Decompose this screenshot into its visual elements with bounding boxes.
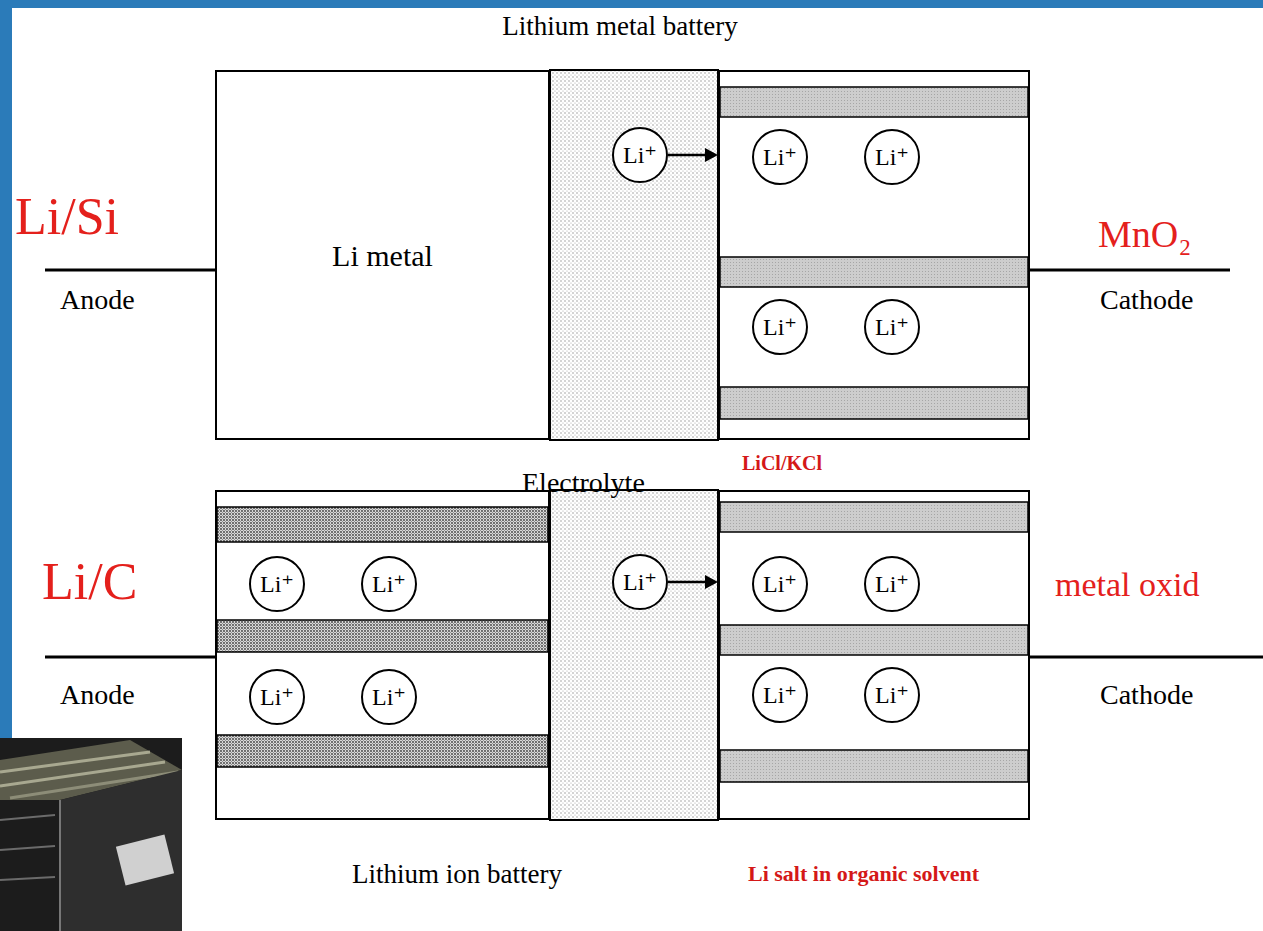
lithium-ion-circle: Li⁺ [864,129,920,185]
text-label: MnO₂ [1098,214,1191,256]
battery-photo [0,738,182,931]
electrolyte-band [550,70,718,440]
lithium-ion-circle: Li⁺ [612,554,668,610]
text-label: Cathode [1100,285,1193,316]
text-label: LiCl/KCl [742,452,822,474]
text-label: Anode [60,285,135,316]
part-label: Electrolyte [522,467,645,498]
white-panel [12,8,1263,931]
ion-label: Li⁺ [623,142,657,168]
lithium-ion-circle: Li⁺ [249,556,305,612]
material-label: LiCl/KCl [742,452,822,474]
ion-label: Li⁺ [763,571,797,597]
lithium-ion-circle: Li⁺ [752,299,808,355]
part-label: Cathode [1100,284,1193,315]
cathode-box: Li⁺ Li⁺ Li⁺ Li⁺ [718,490,1030,820]
part-label: Anode [60,284,135,315]
ion-label: Li⁺ [372,571,406,597]
text-label: Anode [60,680,135,711]
ion-label: Li⁺ [875,314,909,340]
text-label: Cathode [1100,680,1193,711]
part-label: Lithium metal battery [502,11,737,41]
ion-flow-arrow [668,575,718,589]
lithium-ion-circle: Li⁺ [249,669,305,725]
lithium-ion-circle: Li⁺ [752,556,808,612]
ion-label: Li⁺ [763,314,797,340]
material-label: MnO₂ [1098,213,1191,255]
part-label: Anode [60,679,135,710]
anode-box: Li metal [215,70,550,440]
text-label: Li salt in organic solvent [748,862,979,886]
lithium-ion-circle: Li⁺ [361,669,417,725]
lithium-ion-circle: Li⁺ [361,556,417,612]
ion-label: Li⁺ [875,144,909,170]
ion-label: Li⁺ [763,144,797,170]
lithium-ion-circle: Li⁺ [864,667,920,723]
text-label: Lithium metal battery [502,12,737,42]
cathode-box: Li⁺ Li⁺ Li⁺ Li⁺ [718,70,1030,440]
layer-stripes [217,492,548,818]
material-label: Li salt in organic solvent [748,861,979,886]
ion-flow-arrow [668,148,718,162]
ion-label: Li⁺ [260,684,294,710]
layer-stripes [720,72,1028,438]
lithium-ion-circle: Li⁺ [612,127,668,183]
ion-label: Li⁺ [875,682,909,708]
terminal-wire [45,656,215,659]
lithium-ion-circle: Li⁺ [752,667,808,723]
electrolyte-band [550,490,718,820]
material-label: metal oxid [1055,566,1199,603]
material-label: Li/C [42,553,137,610]
lithium-ion-circle: Li⁺ [864,556,920,612]
ion-label: Li⁺ [875,571,909,597]
ion-label: Li⁺ [260,571,294,597]
terminal-wire [1030,269,1230,272]
ion-label: Li⁺ [763,682,797,708]
lithium-ion-circle: Li⁺ [752,129,808,185]
ion-label: Li⁺ [372,684,406,710]
text-label: Li/C [42,553,137,610]
electrode-label: Li metal [332,239,433,272]
text-label: Electrolyte [522,468,645,499]
lithium-ion-circle: Li⁺ [864,299,920,355]
terminal-wire [1030,656,1263,659]
part-label: Cathode [1100,679,1193,710]
anode-box: Li⁺ Li⁺ Li⁺ Li⁺ [215,490,550,820]
material-label: Li/Si [15,188,119,245]
terminal-wire [45,269,215,272]
layer-stripes [720,492,1028,818]
ion-label: Li⁺ [623,569,657,595]
text-label: Lithium ion battery [352,860,562,890]
part-label: Lithium ion battery [352,859,562,889]
text-label: metal oxid [1055,566,1199,603]
text-label: Li/Si [15,188,119,245]
